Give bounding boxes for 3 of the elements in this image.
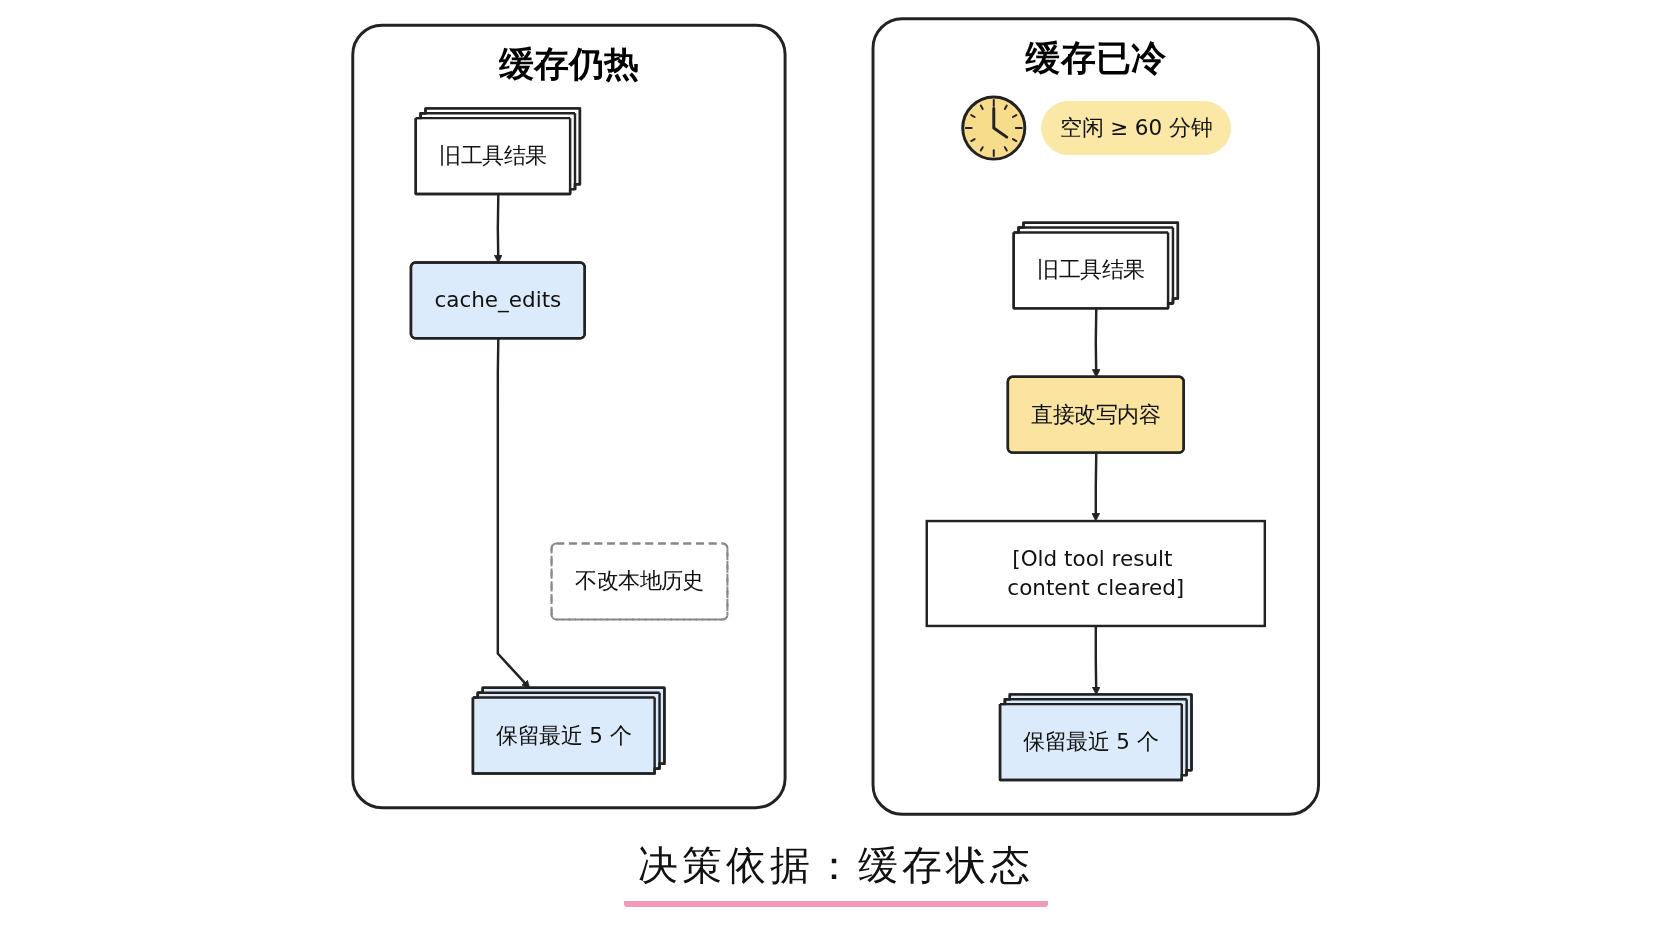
arrow bbox=[1091, 452, 1101, 521]
node-box: [Old tool result content cleared] bbox=[925, 519, 1267, 627]
caption: 决策依据：缓存状态 bbox=[624, 838, 1048, 907]
